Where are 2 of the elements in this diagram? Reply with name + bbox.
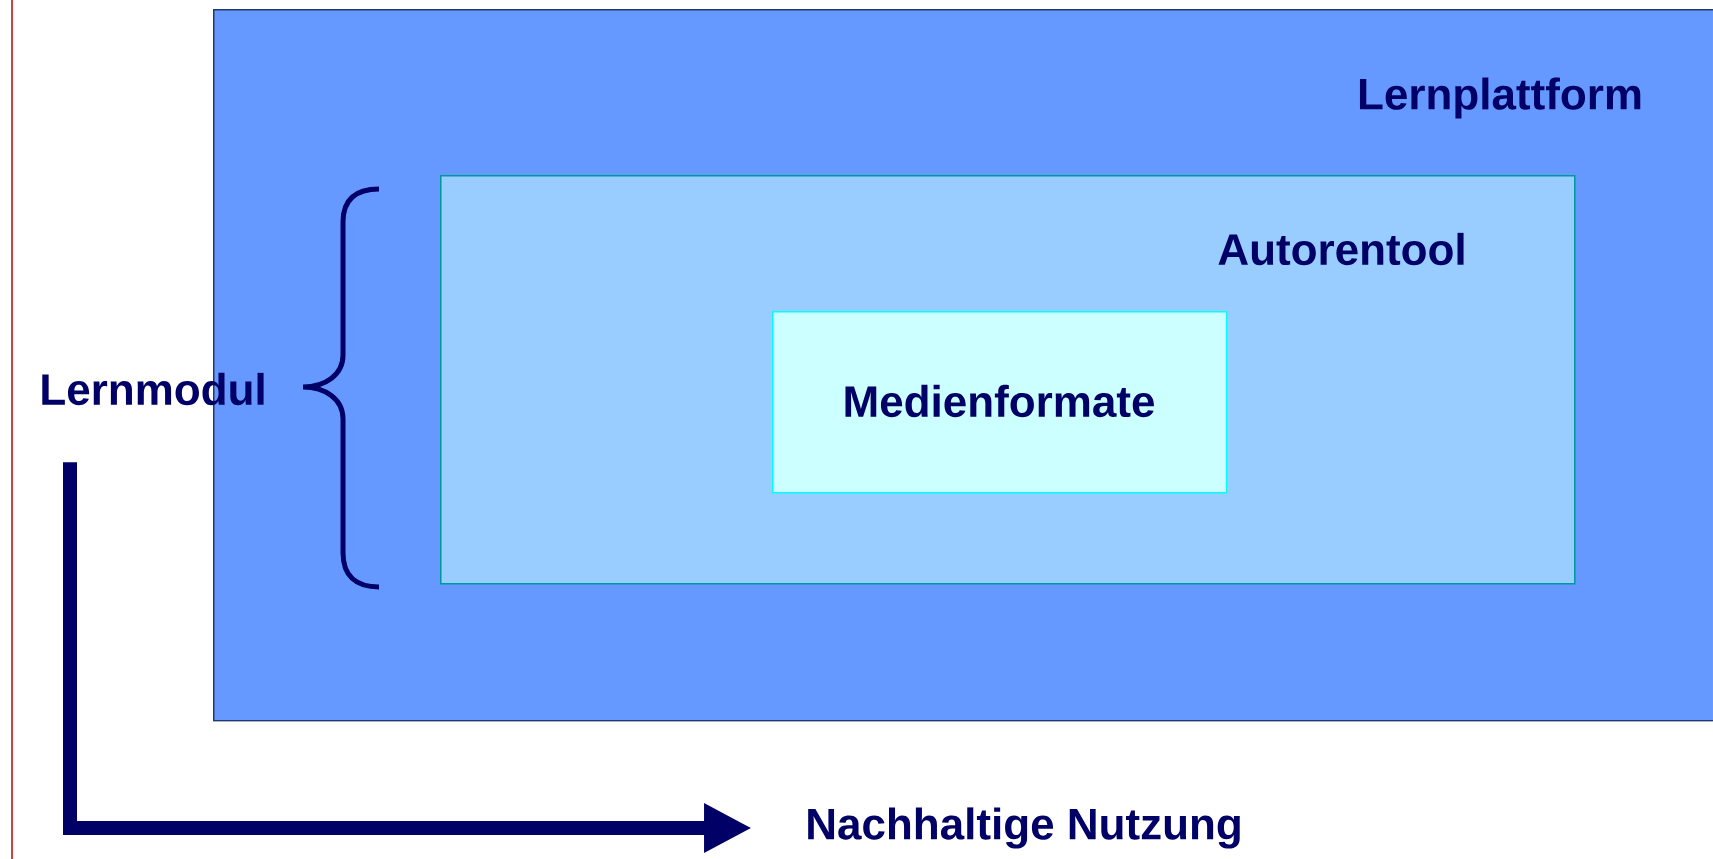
label-text: Nachhaltige Nutzung: [808, 807, 1240, 849]
format-box: Medienformate: [772, 311, 1228, 494]
